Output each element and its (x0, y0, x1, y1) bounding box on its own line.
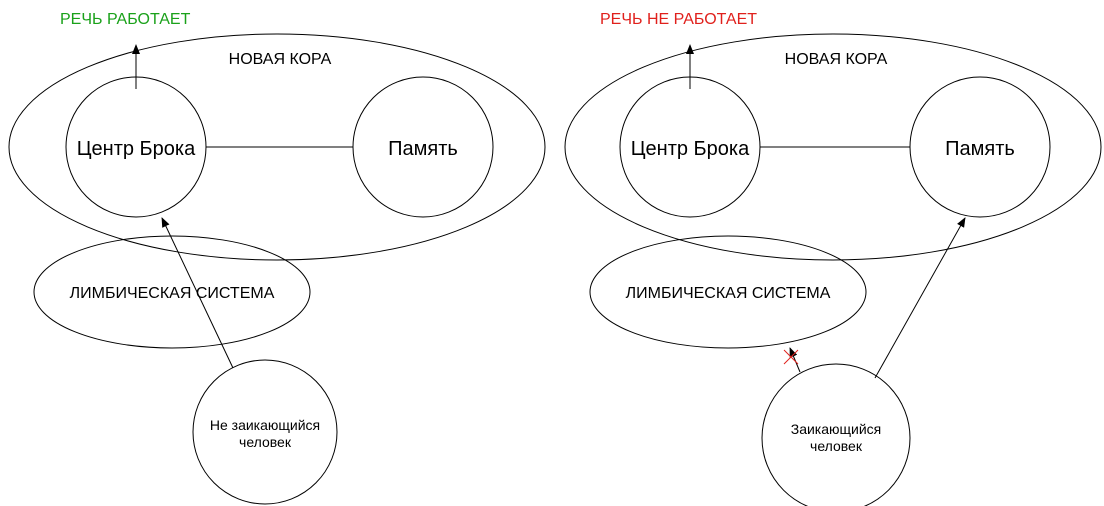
right-person-limbic-arrow (789, 347, 801, 373)
right-person-label-line1: Заикающийся (791, 421, 882, 437)
right-neocortex-label: НОВАЯ КОРА (785, 51, 888, 68)
left-person-broca-arrow (161, 217, 234, 369)
left-person-label-line2: человек (239, 434, 292, 450)
right-neocortex-ellipse (564, 33, 1102, 261)
left-limbic-ellipse (33, 235, 311, 349)
right-status-label: РЕЧЬ НЕ РАБОТАЕТ (600, 11, 757, 28)
left-panel: РЕЧЬ РАБОТАЕТ НОВАЯ КОРА Центр Брока Пам… (8, 11, 546, 505)
left-memory-circle (352, 76, 494, 218)
right-limbic-label: ЛИМБИЧЕСКАЯ СИСТЕМА (626, 285, 831, 302)
left-broca-label: Центр Брока (77, 138, 196, 160)
blocked-cross-icon (783, 349, 799, 365)
right-person-circle (761, 363, 911, 506)
left-memory-label: Память (388, 138, 458, 160)
left-person-label-line1: Не заикающийся (210, 417, 320, 433)
left-person-circle (192, 359, 338, 505)
right-person-label-line2: человек (810, 438, 863, 454)
right-panel: РЕЧЬ НЕ РАБОТАЕТ НОВАЯ КОРА Центр Брока … (564, 11, 1102, 506)
right-memory-circle (909, 76, 1051, 218)
left-limbic-label: ЛИМБИЧЕСКАЯ СИСТЕМА (70, 285, 275, 302)
right-limbic-ellipse (589, 235, 867, 349)
left-neocortex-ellipse (8, 33, 546, 261)
left-status-label: РЕЧЬ РАБОТАЕТ (60, 11, 191, 28)
right-memory-label: Память (945, 138, 1015, 160)
right-person-memory-arrow (874, 217, 966, 379)
right-broca-label: Центр Брока (631, 138, 750, 160)
left-neocortex-label: НОВАЯ КОРА (229, 51, 332, 68)
